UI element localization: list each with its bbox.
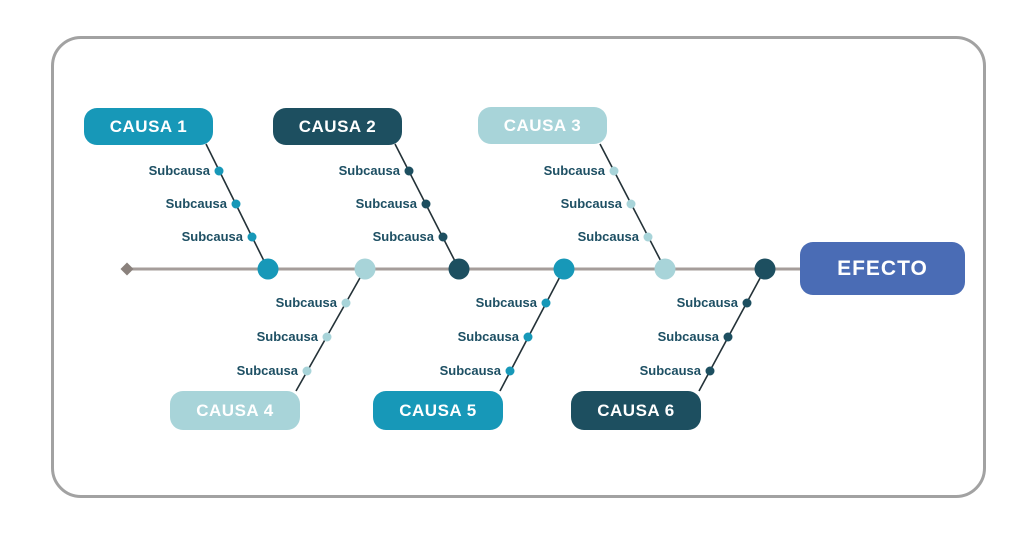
subcausa-dot	[505, 366, 515, 376]
subcausa-label[interactable]: Subcausa	[275, 295, 337, 310]
subcausa-dot	[214, 166, 224, 176]
subcausa-dot	[626, 199, 636, 209]
cause-box-3[interactable]: CAUSA 3	[478, 107, 607, 144]
subcausa-label[interactable]: Subcausa	[560, 196, 622, 211]
subcausa-label[interactable]: Subcausa	[657, 329, 719, 344]
subcausa-label[interactable]: Subcausa	[577, 229, 639, 244]
subcausa-label[interactable]: Subcausa	[148, 163, 210, 178]
subcausa-label[interactable]: Subcausa	[236, 363, 298, 378]
subcausa-label[interactable]: Subcausa	[475, 295, 537, 310]
subcausa-label[interactable]: Subcausa	[181, 229, 243, 244]
subcausa-dot	[341, 298, 351, 308]
subcausa-dot	[523, 332, 533, 342]
cause-box-2[interactable]: CAUSA 2	[273, 108, 402, 145]
junction-circle-causa-6	[754, 258, 776, 280]
cause-box-6[interactable]: CAUSA 6	[571, 391, 701, 430]
subcausa-label[interactable]: Subcausa	[338, 163, 400, 178]
junction-circle-causa-1	[257, 258, 279, 280]
subcausa-label[interactable]: Subcausa	[439, 363, 501, 378]
spine-tail-diamond-icon	[120, 262, 134, 276]
subcausa-label[interactable]: Subcausa	[639, 363, 701, 378]
subcausa-dot	[302, 366, 312, 376]
subcausa-dot	[742, 298, 752, 308]
subcausa-dot	[438, 232, 448, 242]
cause-box-4[interactable]: CAUSA 4	[170, 391, 300, 430]
subcausa-label[interactable]: Subcausa	[165, 196, 227, 211]
subcausa-label[interactable]: Subcausa	[355, 196, 417, 211]
subcausa-dot	[404, 166, 414, 176]
subcausa-label[interactable]: Subcausa	[256, 329, 318, 344]
subcausa-dot	[609, 166, 619, 176]
effect-box[interactable]: EFECTO	[800, 242, 965, 295]
subcausa-dot	[723, 332, 733, 342]
junction-circle-causa-2	[448, 258, 470, 280]
subcausa-dot	[231, 199, 241, 209]
junction-circle-causa-3	[654, 258, 676, 280]
subcausa-label[interactable]: Subcausa	[457, 329, 519, 344]
subcausa-label[interactable]: Subcausa	[372, 229, 434, 244]
subcausa-dot	[421, 199, 431, 209]
cause-box-1[interactable]: CAUSA 1	[84, 108, 213, 145]
subcausa-label[interactable]: Subcausa	[676, 295, 738, 310]
subcausa-label[interactable]: Subcausa	[543, 163, 605, 178]
subcausa-dot	[643, 232, 653, 242]
subcausa-dot	[541, 298, 551, 308]
subcausa-dot	[247, 232, 257, 242]
junction-circle-causa-4	[354, 258, 376, 280]
junction-circle-causa-5	[553, 258, 575, 280]
subcausa-dot	[705, 366, 715, 376]
cause-box-5[interactable]: CAUSA 5	[373, 391, 503, 430]
subcausa-dot	[322, 332, 332, 342]
